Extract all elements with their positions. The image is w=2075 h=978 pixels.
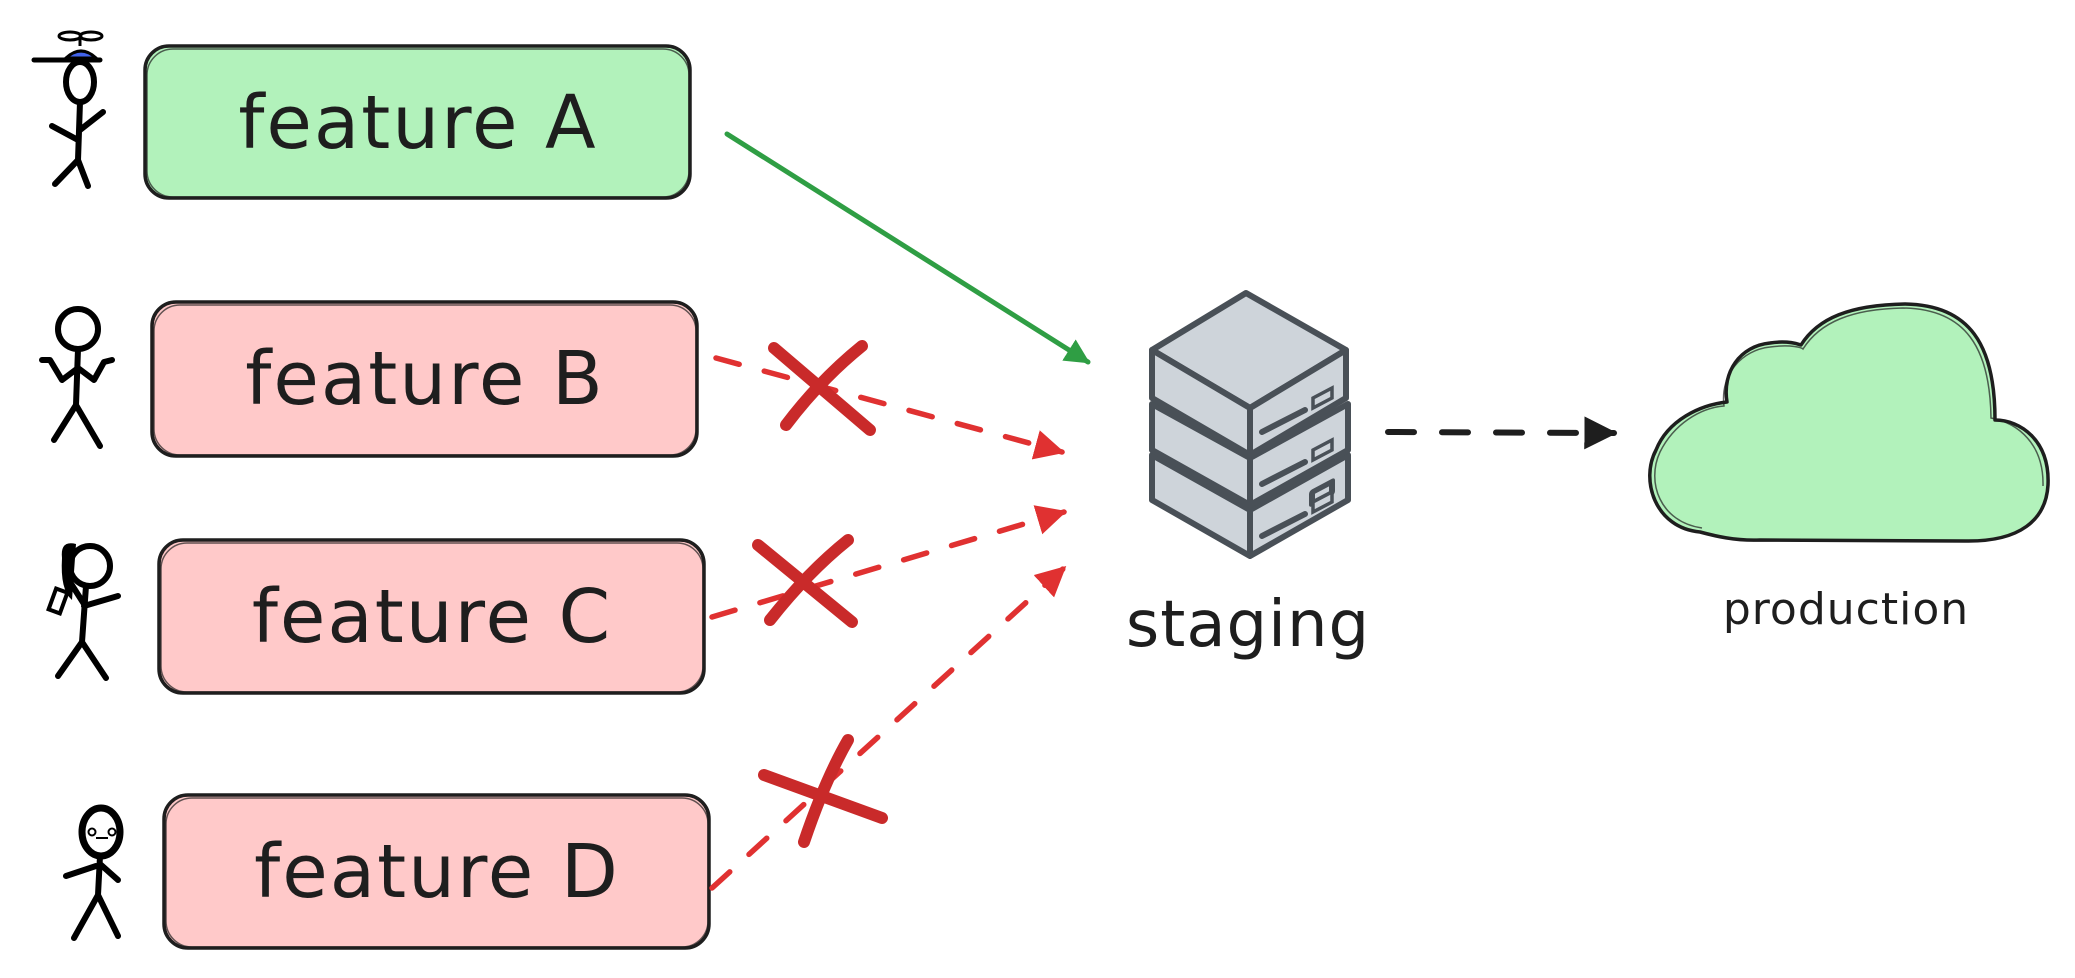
blocked-cross-icon-c — [752, 534, 858, 628]
developer-figure-b — [39, 306, 115, 449]
feature-label: feature C — [252, 574, 612, 660]
developer-figure-a — [31, 30, 106, 189]
feature-label: feature B — [245, 336, 604, 422]
production-label: production — [1723, 584, 1969, 635]
developer-figure-d — [63, 804, 124, 941]
staging-label: staging — [1126, 588, 1370, 662]
arrow-feature-c-to-staging — [709, 505, 1067, 620]
developer-figure-c — [46, 543, 121, 681]
feature-card-d[interactable]: feature D — [162, 793, 711, 950]
feature-card-b[interactable]: feature B — [150, 300, 699, 458]
arrow-feature-d-to-staging — [709, 565, 1067, 891]
feature-label: feature D — [254, 829, 620, 915]
arrow-staging-to-production — [1385, 416, 1618, 450]
cloud-icon — [1648, 302, 2050, 543]
arrow-feature-a-to-staging — [724, 131, 1091, 365]
blocked-cross-icon-d — [758, 734, 888, 848]
propeller-cap-icon — [31, 30, 104, 63]
server-stack-icon — [1149, 290, 1351, 559]
feature-label: feature A — [238, 80, 597, 166]
feature-card-c[interactable]: feature C — [157, 538, 706, 695]
feature-card-a[interactable]: feature A — [143, 44, 692, 200]
staging-node[interactable]: staging — [1126, 290, 1370, 662]
production-node[interactable]: production — [1648, 302, 2050, 635]
blocked-cross-icon-b — [768, 340, 876, 436]
arrow-feature-b-to-staging — [713, 355, 1065, 460]
